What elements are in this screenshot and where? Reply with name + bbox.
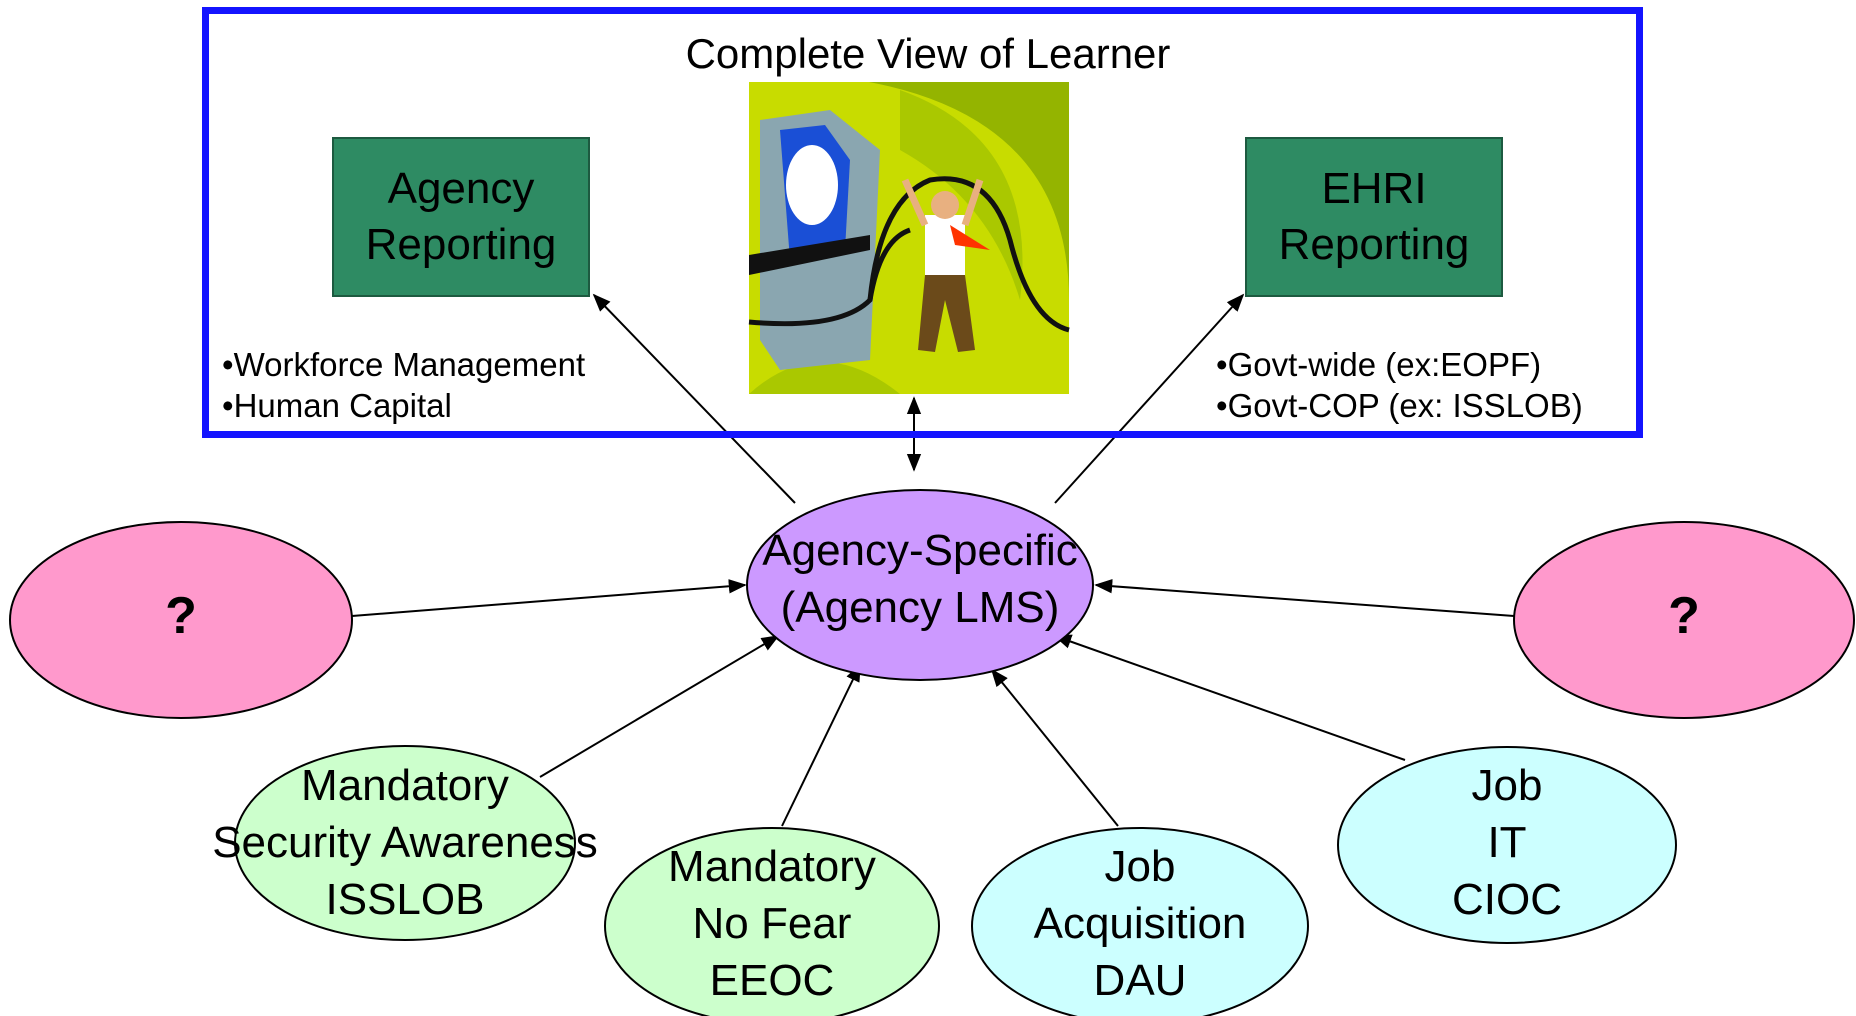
no-fear-node-shape [604,827,940,1016]
arrow-to-agency-reporting [592,293,796,504]
agency-reporting-line1: Agency [387,164,535,213]
center-node-shape [746,489,1094,681]
source-line: Acquisition [1033,899,1247,948]
security-awareness-node-label: Mandatory Security Awareness ISSLOB [155,757,655,928]
source-line: Job [1471,761,1543,810]
arrow-from-acquisition [990,668,1119,827]
bullet-item: Govt-wide (ex:EOPF) [1216,344,1583,385]
ehri-reporting-line1: EHRI [1321,164,1427,213]
bullet-item: Human Capital [222,385,585,426]
arrow-from-unknown-right [1094,579,1515,617]
arrow-from-unknown-left [351,579,747,617]
it-node-shape [1337,746,1677,944]
clipart-illustration [748,82,1070,394]
source-line: No Fear [692,899,852,948]
arrow-to-ehri-reporting [1054,293,1245,504]
source-line: Mandatory [301,761,509,810]
it-node-label: Job IT CIOC [1307,757,1707,928]
acquisition-node-shape [971,827,1309,1016]
ehri-reporting-line2: Reporting [1278,220,1470,269]
connector-arrows [351,293,1515,827]
source-line: Job [1104,842,1176,891]
arrow-from-security-awareness [539,635,780,778]
ehri-reporting-box: EHRI Reporting [1245,137,1503,297]
arrow-from-it [1053,634,1406,761]
source-line: ISSLOB [325,875,485,924]
unknown-right-node-shape [1513,521,1855,719]
source-line: Mandatory [668,842,876,891]
learner-view-frame [202,7,1643,438]
unknown-left-node-shape [9,521,353,719]
unknown-right-label: ? [1668,587,1700,645]
agency-reporting-box: Agency Reporting [332,137,590,297]
bullet-item: Govt-COP (ex: ISSLOB) [1216,385,1583,426]
security-awareness-node-shape [234,745,576,941]
arrow-from-no-fear [781,663,861,827]
unknown-left-label: ? [165,587,197,645]
center-node-line2: (Agency LMS) [780,583,1060,632]
center-node-line1: Agency-Specific [762,526,1078,575]
source-line: DAU [1093,956,1187,1005]
source-line: EEOC [709,956,835,1005]
source-line: Security Awareness [212,818,598,867]
no-fear-node-label: Mandatory No Fear EEOC [572,838,972,1009]
center-node-label: Agency-Specific (Agency LMS) [720,522,1120,636]
agency-reporting-line2: Reporting [365,220,557,269]
bullet-item: Workforce Management [222,344,586,385]
ehri-bullet-list: Govt-wide (ex:EOPF) Govt-COP (ex: ISSLOB… [1216,344,1583,426]
acquisition-node-label: Job Acquisition DAU [940,838,1340,1009]
source-line: CIOC [1452,875,1562,924]
source-line: IT [1487,818,1527,867]
diagram-title: Complete View of Learner [685,30,1171,77]
agency-bullet-list: Workforce Management Human Capital [222,344,586,426]
